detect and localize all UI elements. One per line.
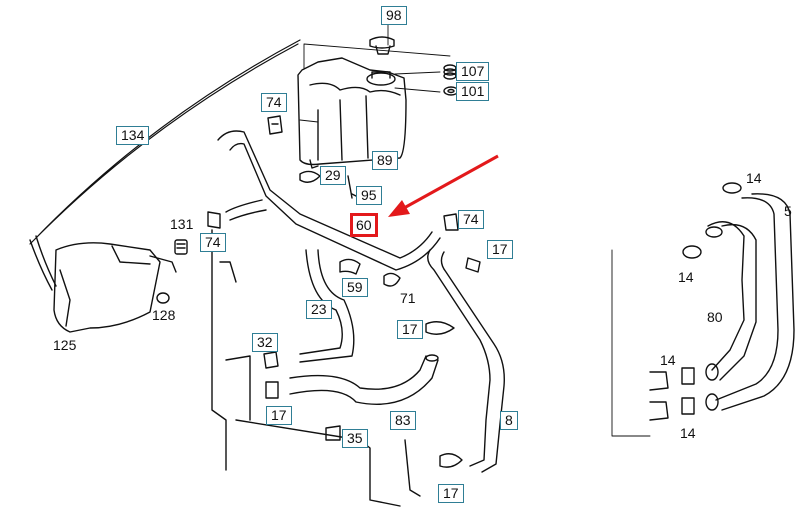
- hose-60: [217, 130, 441, 271]
- radiator-right-outlet: [649, 371, 669, 421]
- clamp-17-center: [425, 321, 455, 335]
- label-101: 101: [456, 82, 490, 101]
- label-29: 29: [320, 166, 346, 185]
- label-74-top: 74: [261, 93, 287, 112]
- clamp-29: [299, 170, 321, 183]
- label-107: 107: [456, 62, 490, 81]
- hose-80: [705, 221, 757, 381]
- label-14-mid: 14: [660, 352, 676, 368]
- label-125: 125: [53, 337, 77, 353]
- hose-5: [715, 193, 795, 411]
- label-74-right: 74: [458, 210, 484, 229]
- label-14-left: 14: [678, 269, 694, 285]
- hose-134: [29, 39, 301, 291]
- label-60-highlighted: 60: [350, 213, 378, 237]
- label-17-right: 17: [487, 240, 513, 259]
- label-17-bottom: 17: [438, 484, 464, 503]
- fitting-71: [383, 272, 401, 287]
- sensor-95: [347, 175, 357, 199]
- clamp-32: [263, 351, 279, 369]
- label-71: 71: [400, 290, 416, 306]
- grommet-128: [156, 292, 170, 304]
- label-35: 35: [342, 429, 368, 448]
- label-32: 32: [252, 333, 278, 352]
- label-83: 83: [390, 411, 416, 430]
- pointer-arrow: [388, 154, 499, 217]
- label-59: 59: [342, 278, 368, 297]
- clamp-17-right: [465, 257, 481, 273]
- label-134: 134: [116, 126, 150, 145]
- seal-107: [443, 64, 457, 80]
- clamp-74-mid: [207, 211, 221, 229]
- clamp-17-bottom: [439, 453, 463, 468]
- expansion-tank: [297, 57, 407, 169]
- washer-reservoir-125: [53, 242, 177, 333]
- label-95: 95: [356, 186, 382, 205]
- label-98: 98: [381, 6, 407, 25]
- label-8: 8: [500, 411, 518, 430]
- hose-23: [299, 249, 355, 363]
- clamps-14: [681, 182, 742, 415]
- clamp-74-top: [267, 115, 283, 135]
- radiator: [211, 229, 421, 507]
- label-17-center: 17: [397, 320, 423, 339]
- label-14-bottom: 14: [680, 425, 696, 441]
- label-80: 80: [707, 309, 723, 325]
- label-17-left: 17: [266, 406, 292, 425]
- label-131: 131: [170, 216, 194, 232]
- label-23: 23: [306, 300, 332, 319]
- label-128: 128: [152, 307, 176, 323]
- label-5: 5: [784, 203, 792, 219]
- clamp-59: [339, 258, 361, 275]
- clamp-17-left: [265, 381, 279, 399]
- label-14-top: 14: [746, 170, 762, 186]
- hose-83: [289, 354, 439, 405]
- hose-8: [427, 249, 505, 473]
- label-74-mid: 74: [200, 233, 226, 252]
- sensor-131: [174, 239, 188, 255]
- clamp-74-right: [443, 213, 459, 231]
- clamp-35: [325, 425, 341, 441]
- label-89: 89: [372, 151, 398, 170]
